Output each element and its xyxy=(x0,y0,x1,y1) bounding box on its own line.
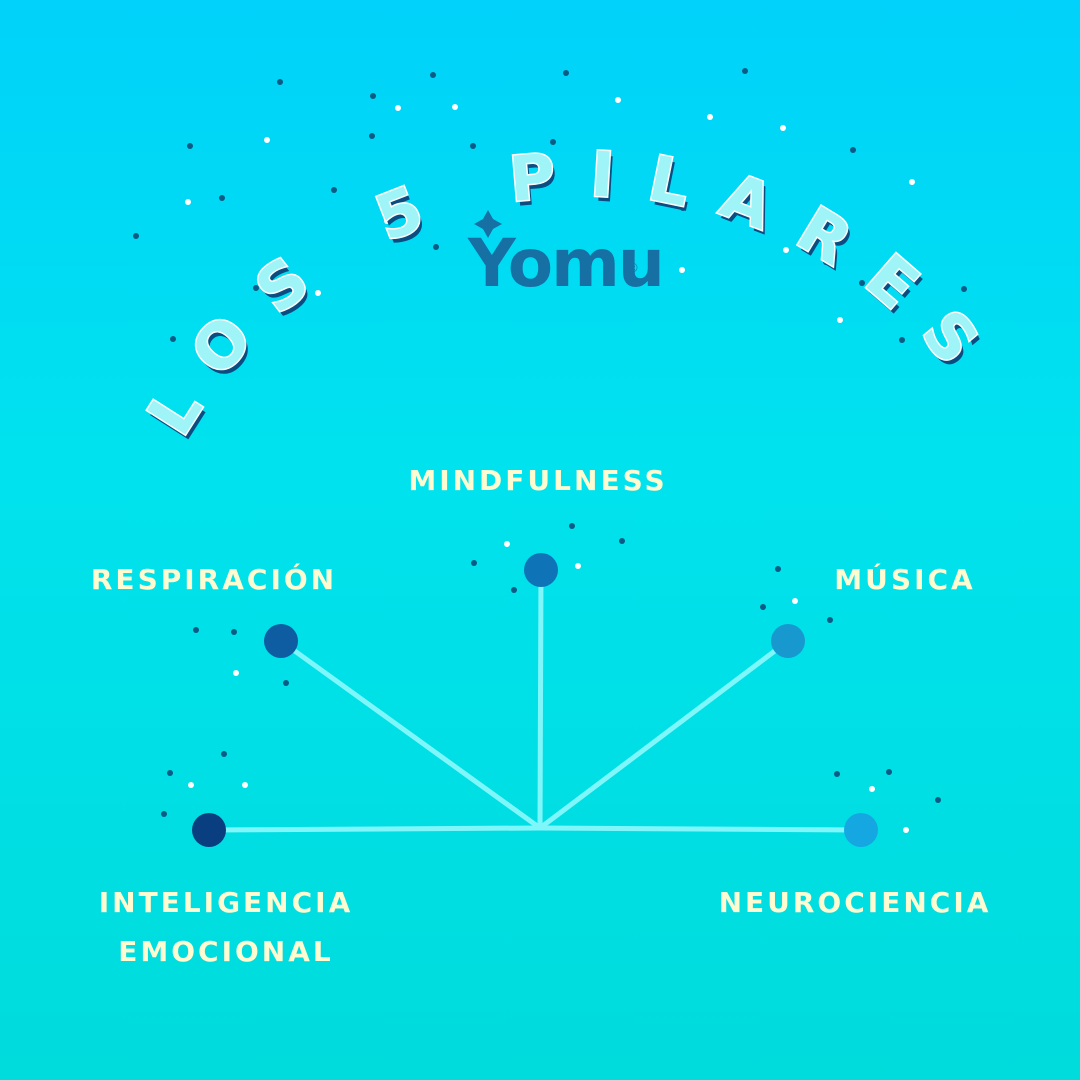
decorative-dot xyxy=(277,79,283,85)
decorative-dot xyxy=(827,617,833,623)
decorative-dot xyxy=(563,70,569,76)
decorative-dot xyxy=(850,147,856,153)
decorative-dot xyxy=(242,782,248,788)
decorative-dot xyxy=(331,187,337,193)
decorative-dot xyxy=(221,751,227,757)
decorative-dot xyxy=(395,105,401,111)
decorative-dot xyxy=(193,627,199,633)
decorative-dot xyxy=(133,233,139,239)
decorative-dot xyxy=(264,137,270,143)
decorative-dot xyxy=(742,68,748,74)
decorative-dot xyxy=(935,797,941,803)
decorative-dot xyxy=(253,285,259,291)
pillar-labels: MINDFULNESS RESPIRACIÓN MÚSICA INTELIGEN… xyxy=(91,464,992,968)
logo-text: Yomu xyxy=(467,225,663,302)
decorative-dot xyxy=(823,259,829,265)
decorative-dot xyxy=(433,244,439,250)
sparkle-icon xyxy=(474,210,502,238)
decorative-dot xyxy=(575,563,581,569)
decorative-dot xyxy=(187,143,193,149)
node-respiracion xyxy=(264,624,298,658)
label-respiracion: RESPIRACIÓN xyxy=(91,562,337,596)
decorative-dot xyxy=(370,93,376,99)
decorative-dot xyxy=(188,782,194,788)
decorative-dot xyxy=(903,827,909,833)
decorative-dot xyxy=(834,771,840,777)
decorative-dot xyxy=(886,769,892,775)
decorative-dot xyxy=(792,598,798,604)
decorative-dot xyxy=(369,133,375,139)
logo: Yomu ® xyxy=(467,210,665,302)
decorative-dot xyxy=(859,280,865,286)
label-musica: MÚSICA xyxy=(834,562,975,596)
decorative-dot xyxy=(384,218,390,224)
decorative-dot xyxy=(161,811,167,817)
decorative-dot xyxy=(471,560,477,566)
decorative-dot xyxy=(452,104,458,110)
decorative-dot xyxy=(961,286,967,292)
decorative-dot xyxy=(760,604,766,610)
decorative-dot xyxy=(909,179,915,185)
label-inteligencia-line1: INTELIGENCIA xyxy=(99,886,354,919)
line-musica xyxy=(537,638,791,831)
decorative-dot xyxy=(783,247,789,253)
decorative-dot xyxy=(430,72,436,78)
decorative-dot xyxy=(780,125,786,131)
decorative-dot xyxy=(283,680,289,686)
decorative-dot xyxy=(619,538,625,544)
decorative-dot xyxy=(615,97,621,103)
node-mindfulness xyxy=(524,553,558,587)
decorative-dot xyxy=(569,523,575,529)
node-inteligencia xyxy=(192,813,226,847)
decorative-dot xyxy=(837,317,843,323)
line-neurociencia xyxy=(537,825,864,833)
label-inteligencia-line2: EMOCIONAL xyxy=(118,935,334,968)
label-neurociencia: NEUROCIENCIA xyxy=(719,886,992,919)
decorative-dot xyxy=(707,114,713,120)
decorative-dot xyxy=(470,143,476,149)
connector-lines xyxy=(206,567,864,833)
decorative-dot xyxy=(680,205,686,211)
line-respiracion xyxy=(278,638,543,831)
pillar-nodes xyxy=(192,553,878,847)
decorative-dot xyxy=(170,336,176,342)
decorative-dot xyxy=(233,670,239,676)
logo-registered-mark: ® xyxy=(627,261,639,275)
line-inteligencia xyxy=(206,825,543,833)
node-neurociencia xyxy=(844,813,878,847)
decorative-dot xyxy=(511,587,517,593)
label-mindfulness: MINDFULNESS xyxy=(408,464,667,497)
decorative-dot xyxy=(899,337,905,343)
decorative-dot xyxy=(185,199,191,205)
decorative-dot xyxy=(167,770,173,776)
decorative-dot xyxy=(679,267,685,273)
decorative-dot xyxy=(219,195,225,201)
decorative-dot xyxy=(231,629,237,635)
line-mindfulness xyxy=(537,567,544,831)
decorative-dot xyxy=(504,541,510,547)
decorative-dot xyxy=(550,139,556,145)
node-musica xyxy=(771,624,805,658)
decorative-dot xyxy=(775,566,781,572)
decorative-dot xyxy=(315,290,321,296)
decorative-dots xyxy=(133,68,967,833)
decorative-dot xyxy=(869,786,875,792)
